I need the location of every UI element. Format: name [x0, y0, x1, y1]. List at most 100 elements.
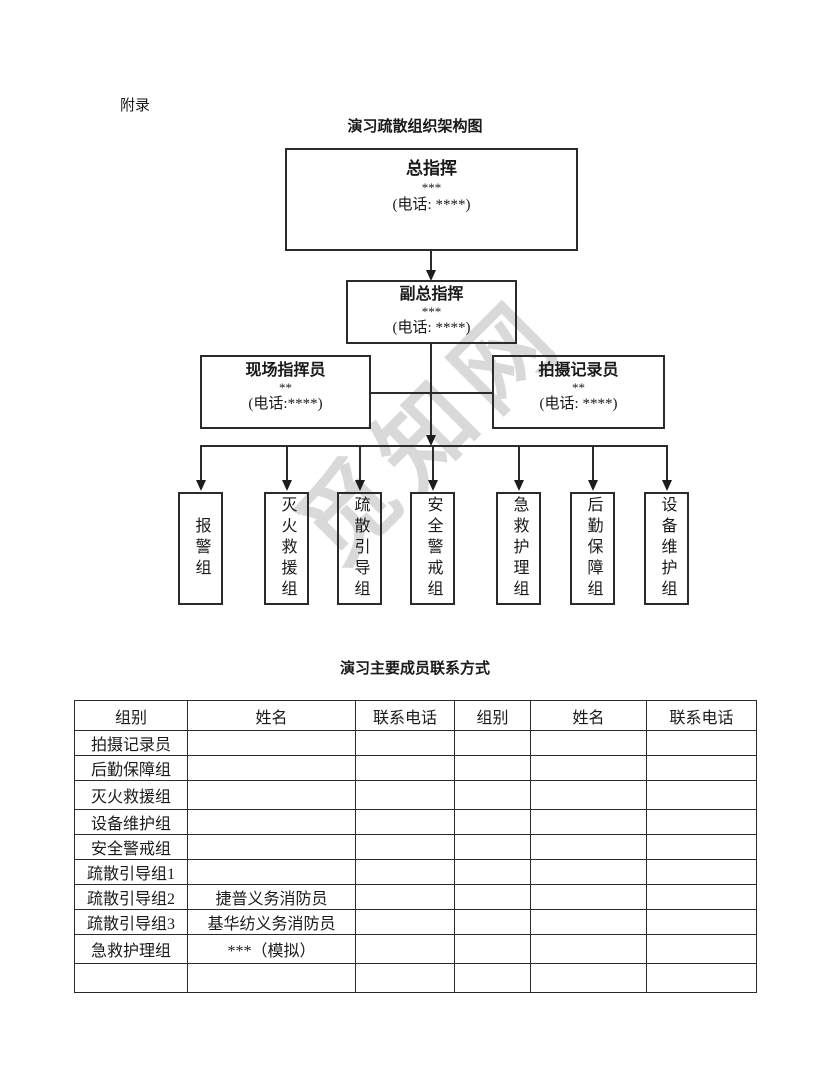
node-commander-phone: (电话: ****)	[392, 197, 471, 213]
group-box-firefighting-rescue: 灭火救援组	[264, 492, 309, 605]
table-cell	[646, 859, 757, 885]
table-row: 设备维护组	[74, 809, 757, 835]
node-photo-recorder-role: 拍摄记录员	[538, 362, 619, 379]
table-cell	[530, 755, 647, 781]
node-deputy-commander: 副总指挥 *** (电话: ****)	[346, 280, 517, 344]
header-phone-1: 联系电话	[355, 700, 455, 731]
group-box-evacuation-guidance: 疏散引导组	[337, 492, 382, 605]
table-cell	[530, 934, 647, 964]
arrow-down-icon	[196, 480, 206, 491]
node-photo-recorder: 拍摄记录员 ** (电话: ****)	[492, 355, 665, 429]
table-cell	[74, 963, 188, 993]
table-cell	[454, 963, 531, 993]
node-site-commander-name: **	[279, 380, 292, 395]
table-cell: ***（模拟）	[187, 934, 356, 964]
group-box-security-watch: 安全警戒组	[410, 492, 455, 605]
table-cell	[355, 755, 455, 781]
table-cell: 基华纺义务消防员	[187, 909, 356, 935]
connector-line	[666, 446, 668, 480]
table-cell: 设备维护组	[74, 809, 188, 835]
table-title: 演习主要成员联系方式	[339, 661, 490, 677]
node-photo-recorder-phone: (电话: ****)	[539, 396, 618, 412]
table-cell	[355, 934, 455, 964]
table-cell	[454, 834, 531, 860]
connector-line	[200, 446, 202, 480]
table-cell	[530, 963, 647, 993]
table-cell	[187, 755, 356, 781]
table-cell	[530, 859, 647, 885]
node-deputy-phone: (电话: ****)	[392, 320, 471, 336]
header-group-1: 组别	[74, 700, 188, 731]
arrow-down-icon	[428, 480, 438, 491]
table-cell	[454, 859, 531, 885]
table-cell	[355, 884, 455, 910]
node-commander: 总指挥 *** (电话: ****)	[285, 148, 578, 251]
table-cell: 后勤保障组	[74, 755, 188, 781]
group-box-security-watch-label: 安全警戒组	[424, 496, 442, 601]
group-box-alarm: 报警组	[178, 492, 223, 605]
contact-table: 组别 姓名 联系电话 组别 姓名 联系电话 拍摄记录员	[74, 700, 757, 993]
connector-line	[432, 446, 434, 480]
node-deputy-role: 副总指挥	[399, 286, 464, 303]
arrow-down-icon	[355, 480, 365, 491]
table-cell	[646, 963, 757, 993]
header-name-2: 姓名	[530, 700, 647, 731]
table-cell	[646, 934, 757, 964]
arrow-down-icon	[282, 480, 292, 491]
table-cell	[646, 730, 757, 756]
arrow-down-icon	[514, 480, 524, 491]
header-phone-2: 联系电话	[646, 700, 757, 731]
arrow-down-icon	[588, 480, 598, 491]
node-site-commander: 现场指挥员 ** (电话:****)	[200, 355, 371, 429]
connector-line	[371, 392, 492, 394]
table-cell	[646, 809, 757, 835]
table-cell: 捷普义务消防员	[187, 884, 356, 910]
table-cell: 灭火救援组	[74, 780, 188, 810]
table-cell	[454, 780, 531, 810]
table-cell	[187, 963, 356, 993]
table-cell	[355, 859, 455, 885]
table-cell	[187, 780, 356, 810]
table-cell: 疏散引导组2	[74, 884, 188, 910]
table-row: 疏散引导组3 基华纺义务消防员	[74, 909, 757, 935]
node-commander-name: ***	[421, 180, 442, 195]
table-cell	[454, 809, 531, 835]
connector-line	[200, 445, 668, 447]
connector-line	[359, 446, 361, 480]
table-cell	[530, 909, 647, 935]
appendix-label: 附录	[120, 98, 151, 114]
table-row: 安全警戒组	[74, 834, 757, 860]
table-row: 疏散引导组2 捷普义务消防员	[74, 884, 757, 910]
table-cell	[646, 834, 757, 860]
connector-line	[518, 446, 520, 480]
header-name-1: 姓名	[187, 700, 356, 731]
table-cell	[646, 755, 757, 781]
table-cell	[187, 809, 356, 835]
node-deputy-name: ***	[421, 304, 442, 319]
table-row: 疏散引导组1	[74, 859, 757, 885]
table-cell	[646, 909, 757, 935]
connector-line	[430, 251, 432, 271]
arrow-down-icon	[662, 480, 672, 491]
table-row: 后勤保障组	[74, 755, 757, 781]
table-cell	[355, 809, 455, 835]
table-cell	[355, 780, 455, 810]
group-box-equipment-maintenance-label: 设备维护组	[658, 496, 676, 601]
table-row: 灭火救援组	[74, 780, 757, 810]
table-cell: 拍摄记录员	[74, 730, 188, 756]
arrow-down-icon	[426, 270, 436, 281]
table-cell	[187, 730, 356, 756]
connector-line	[592, 446, 594, 480]
table-cell	[530, 730, 647, 756]
group-box-evacuation-guidance-label: 疏散引导组	[351, 496, 369, 601]
group-box-firefighting-rescue-label: 灭火救援组	[278, 496, 296, 601]
connector-line	[430, 344, 432, 435]
table-cell	[454, 730, 531, 756]
table-cell: 急救护理组	[74, 934, 188, 964]
table-cell	[187, 834, 356, 860]
table-cell: 安全警戒组	[74, 834, 188, 860]
table-cell: 疏散引导组1	[74, 859, 188, 885]
table-cell	[646, 884, 757, 910]
arrow-down-icon	[426, 435, 436, 446]
table-cell	[355, 730, 455, 756]
